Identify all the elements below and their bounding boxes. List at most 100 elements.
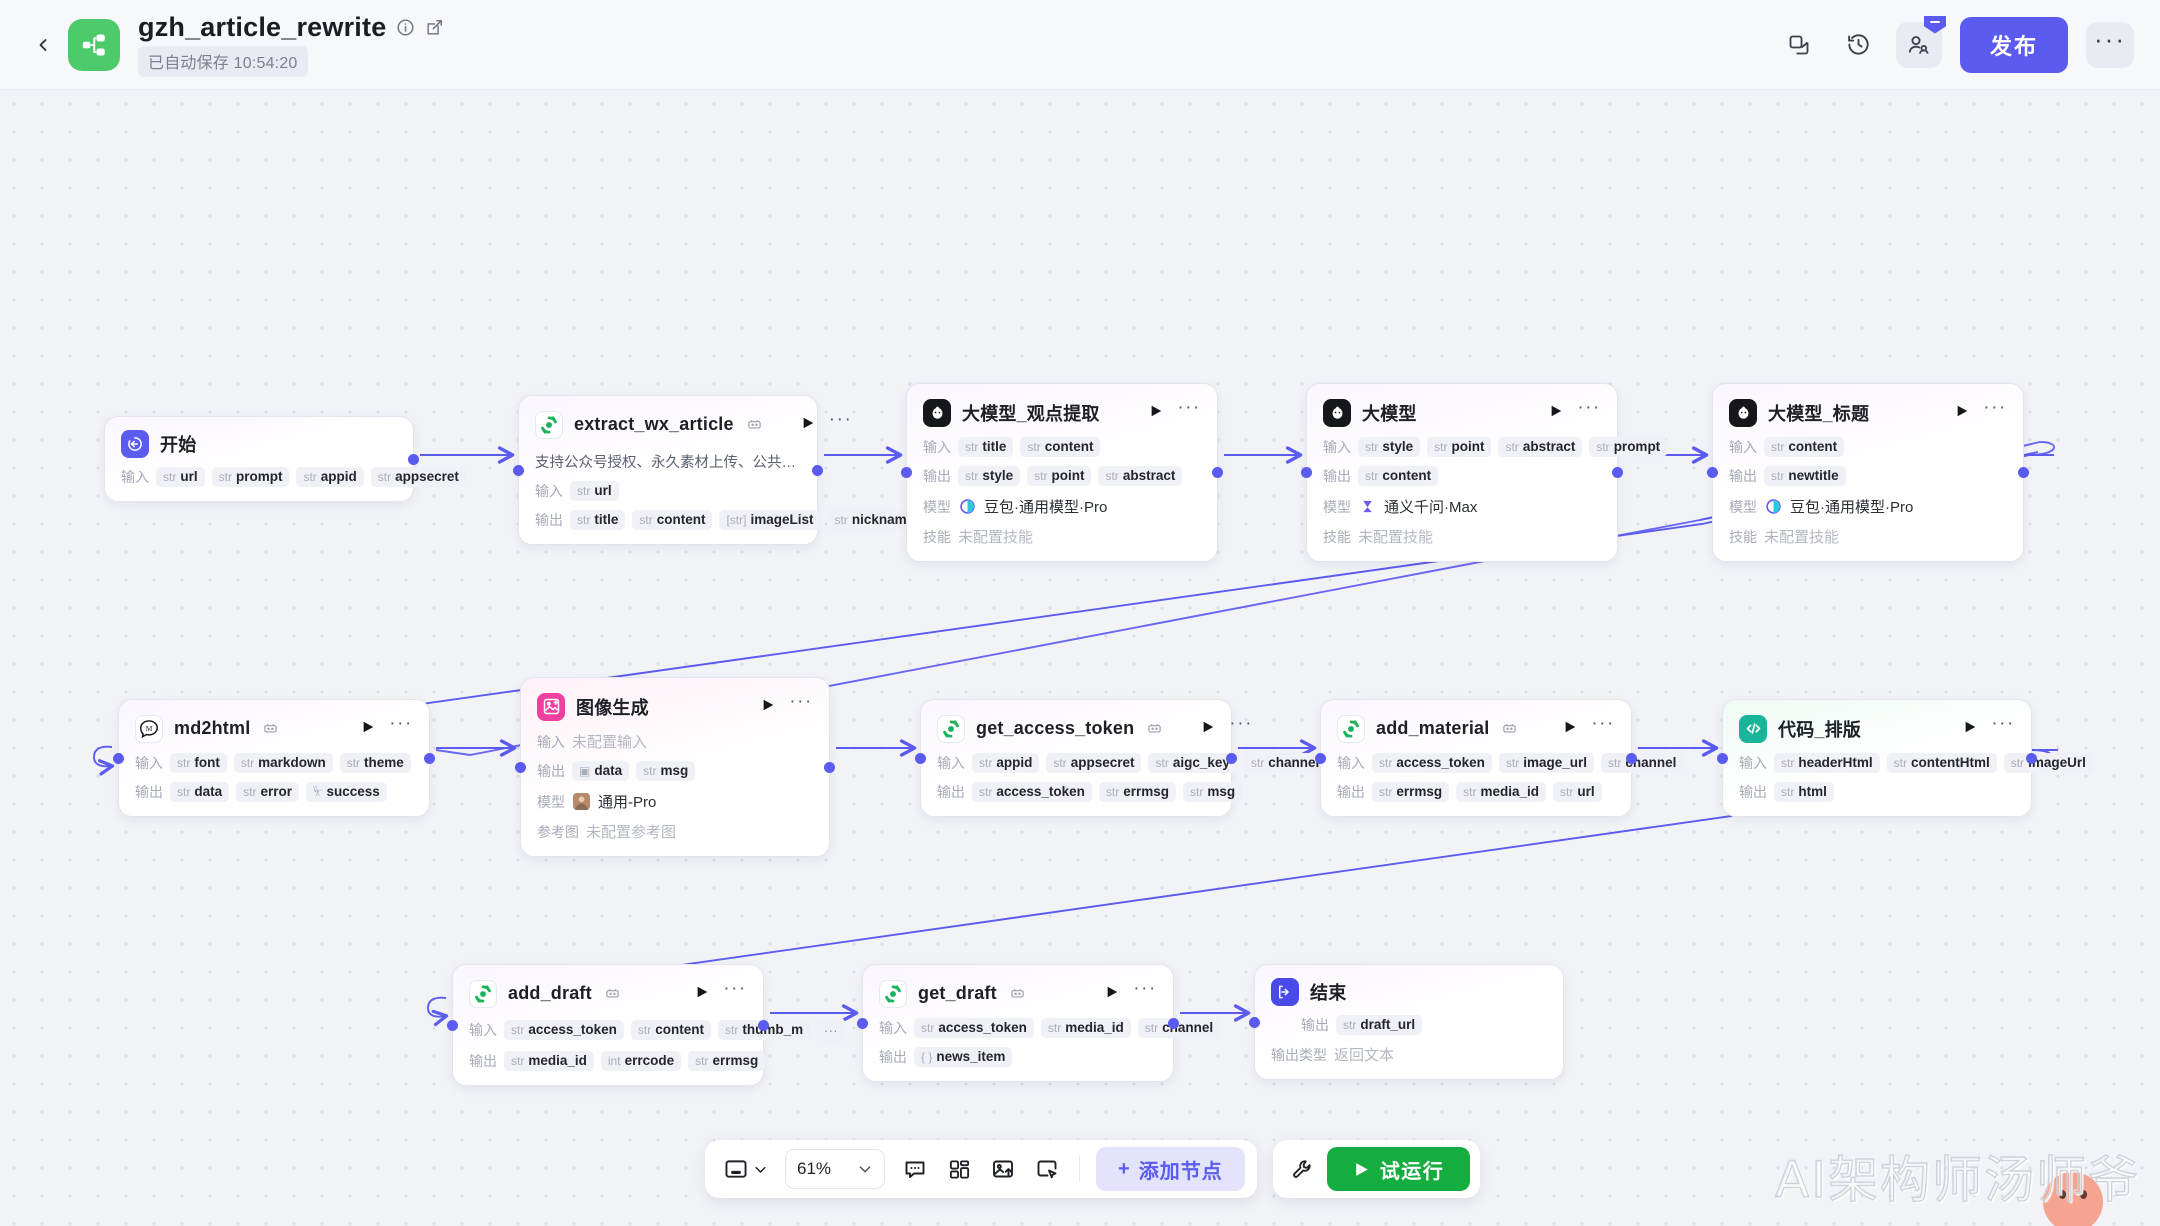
node-more-icon[interactable]: ···: [1229, 713, 1254, 734]
node-more-icon[interactable]: ···: [1177, 397, 1201, 418]
node-output-port[interactable]: [1212, 467, 1223, 478]
node-input-port[interactable]: [1249, 1016, 1260, 1028]
add-node-button[interactable]: + 添加节点: [1096, 1147, 1245, 1191]
node-more-icon[interactable]: ···: [1577, 397, 1601, 418]
node-run-icon[interactable]: [692, 985, 712, 1003]
node-input-port[interactable]: [1315, 752, 1326, 764]
node-run-icon[interactable]: [1102, 985, 1122, 1003]
io-chip-overflow[interactable]: ...: [817, 1018, 846, 1042]
node-output-port[interactable]: [2026, 752, 2037, 764]
node-input-port[interactable]: [915, 752, 926, 764]
node-run-icon[interactable]: [358, 720, 378, 738]
node-input-port[interactable]: [1301, 467, 1312, 478]
io-chip[interactable]: [str]imageList: [719, 510, 821, 530]
node-output-port[interactable]: [408, 453, 419, 465]
node-run-icon[interactable]: [758, 698, 778, 716]
node-more-icon[interactable]: ···: [723, 978, 747, 999]
node-run-icon[interactable]: [1560, 720, 1580, 738]
node-input-port[interactable]: [901, 467, 912, 478]
test-run-button[interactable]: 试运行: [1326, 1147, 1471, 1191]
node-output-port[interactable]: [824, 761, 835, 773]
node-run-icon[interactable]: [1960, 720, 1980, 738]
members-button[interactable]: [1895, 15, 1946, 68]
zoom-selector[interactable]: 61%: [785, 1149, 886, 1189]
node-output-port[interactable]: [424, 752, 435, 764]
screenshot-button[interactable]: [1027, 1149, 1067, 1189]
node-output-port[interactable]: [812, 464, 823, 476]
node-more-icon[interactable]: ···: [828, 409, 853, 430]
node-more-icon[interactable]: ···: [1133, 978, 1157, 999]
node-run-icon[interactable]: [1146, 404, 1166, 422]
node-input-port[interactable]: [1717, 752, 1728, 764]
node-input-port[interactable]: [515, 761, 526, 773]
node-input-port[interactable]: [447, 1019, 458, 1031]
node-run-icon[interactable]: [798, 416, 818, 434]
io-chip[interactable]: ⏧success: [305, 782, 387, 802]
node-input-port[interactable]: [113, 752, 124, 764]
node-more-icon[interactable]: ···: [1591, 713, 1615, 734]
io-chip[interactable]: ▣data: [572, 761, 630, 781]
publish-button[interactable]: 发布: [1959, 16, 2068, 73]
node-output-port[interactable]: [2018, 467, 2029, 478]
node-output-port[interactable]: [1612, 467, 1623, 478]
duplicate-button[interactable]: [1776, 22, 1822, 68]
node-output-port[interactable]: [1626, 752, 1637, 764]
history-button[interactable]: [1836, 22, 1882, 68]
node-output-port[interactable]: [1168, 1017, 1179, 1029]
workflow-node-extract_wx_article[interactable]: extract_wx_article···支持公众号授权、永久素材上传、公共素材…: [513, 395, 922, 545]
layout-button[interactable]: [939, 1149, 979, 1189]
node-more-icon[interactable]: ···: [1991, 713, 2015, 734]
node-input-port[interactable]: [857, 1017, 868, 1029]
node-input-port[interactable]: [513, 464, 524, 476]
node-output-port[interactable]: [1226, 752, 1237, 764]
wrench-button[interactable]: [1283, 1149, 1323, 1189]
comment-button[interactable]: [895, 1149, 935, 1189]
